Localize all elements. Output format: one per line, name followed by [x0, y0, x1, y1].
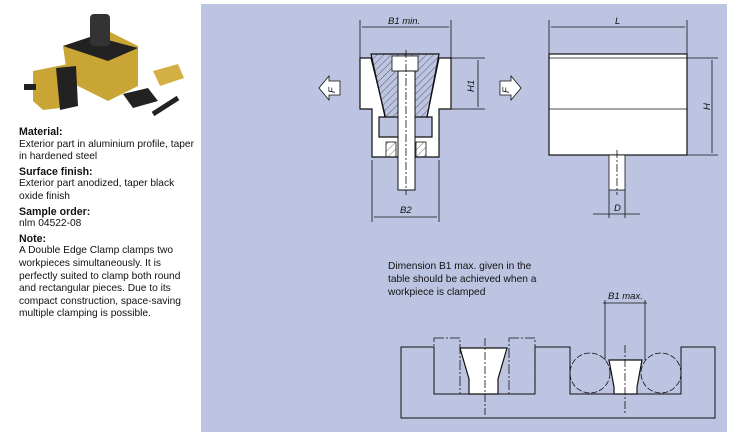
force-arrow-right-icon: [499, 74, 522, 102]
label-f-right: F: [501, 86, 512, 93]
product-photo: [24, 14, 184, 117]
sample-order-text: nlm 04522-08: [19, 218, 82, 230]
product-info: Material: Exterior part in aluminium pro…: [19, 125, 199, 323]
label-d: D: [614, 203, 621, 214]
label-f-left: F: [327, 86, 338, 93]
label-h1: H1: [466, 80, 477, 92]
surface-finish-text: Exterior part anodized, taper black oxid…: [19, 178, 175, 202]
sample-order-heading: Sample order:: [19, 205, 91, 218]
label-b1-min: B1 min.: [388, 16, 420, 27]
note-text: A Double Edge Clamp clamps two workpiece…: [19, 245, 181, 320]
assembly-view: B1 max.: [400, 291, 716, 419]
material-text: Exterior part in aluminium profile, tape…: [19, 138, 194, 163]
side-view: L H D: [548, 16, 718, 218]
note-heading: Note:: [19, 232, 47, 245]
label-l: L: [615, 16, 620, 27]
force-arrow-left-icon: [318, 74, 341, 102]
label-b2: B2: [400, 205, 412, 216]
section-view: B1 min. H1 B2 F F: [318, 16, 522, 222]
surface-finish-heading: Surface finish:: [19, 165, 93, 178]
material-heading: Material:: [19, 126, 63, 138]
label-b1-max: B1 max.: [608, 291, 643, 302]
dimension-note: Dimension B1 max. given in the table sho…: [388, 261, 537, 298]
label-h: H: [702, 103, 713, 110]
